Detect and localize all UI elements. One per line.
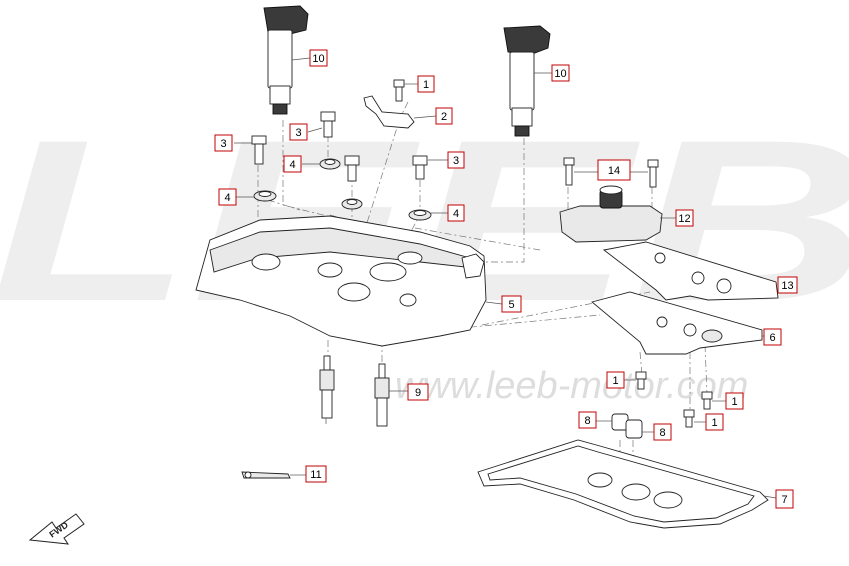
callout-label: 9 — [415, 387, 421, 399]
callout-label: 10 — [312, 53, 324, 65]
callout-2[interactable]: 2 — [435, 107, 453, 125]
gasket-13 — [602, 241, 780, 301]
callout-1-top[interactable]: 1 — [417, 75, 435, 93]
callout-3-mid[interactable]: 3 — [289, 123, 308, 141]
callout-13[interactable]: 13 — [777, 276, 798, 294]
watermark-website: www.leeb-motor.com — [395, 365, 748, 407]
valve-cover-gasket — [477, 439, 777, 529]
callout-11[interactable]: 11 — [305, 465, 327, 483]
callout-label: 8 — [584, 415, 590, 427]
callout-9[interactable]: 9 — [407, 383, 429, 401]
sleeve-8-right — [625, 419, 654, 439]
callout-label: 1 — [711, 417, 717, 429]
callout-3-right[interactable]: 3 — [447, 151, 465, 169]
callout-label: 12 — [678, 213, 690, 225]
washer-4-right — [408, 209, 448, 221]
callout-label: 4 — [224, 192, 230, 204]
callout-12[interactable]: 12 — [675, 209, 694, 227]
callout-3-left[interactable]: 3 — [214, 134, 233, 152]
bolt-1-lower-c — [683, 409, 706, 428]
callout-label: 1 — [423, 79, 429, 91]
callout-label: 4 — [453, 208, 459, 220]
spark-plug-left — [319, 355, 335, 424]
callout-label: 5 — [508, 299, 514, 311]
bolt-3-mid — [307, 111, 336, 138]
spark-plug-right — [374, 363, 408, 427]
bolt-3-right — [412, 155, 448, 180]
callout-8-right[interactable]: 8 — [653, 423, 672, 441]
callout-label: 1 — [731, 396, 737, 408]
callout-4-left[interactable]: 4 — [218, 188, 237, 206]
callout-label: 6 — [769, 332, 775, 344]
callout-label: 14 — [608, 165, 620, 177]
fwd-badge: FWD — [28, 513, 85, 545]
callout-4-right[interactable]: 4 — [447, 204, 465, 222]
sleeve-8-left — [596, 413, 629, 431]
callouts: 10 10 1 2 3 3 3 4 — [214, 49, 798, 509]
bolt-1-top — [393, 79, 418, 102]
callout-label: 8 — [659, 427, 665, 439]
callout-4-mid[interactable]: 4 — [283, 155, 302, 173]
washer-4-left — [236, 190, 277, 202]
callout-8-left[interactable]: 8 — [578, 411, 597, 429]
callout-label: 3 — [295, 127, 301, 139]
callout-label: 11 — [310, 469, 321, 481]
callout-10-left[interactable]: 10 — [309, 49, 328, 67]
bolt-3-left — [234, 135, 267, 165]
washer-mid-2 — [341, 198, 363, 210]
bolt-1-lower-a — [624, 371, 647, 390]
washer-4-mid — [302, 158, 341, 170]
callout-7[interactable]: 7 — [775, 489, 794, 509]
ignition-coil-right — [503, 25, 552, 137]
callout-label: 3 — [453, 155, 459, 167]
gasket-6 — [591, 291, 764, 355]
bolt-14-left — [563, 157, 575, 186]
callout-14[interactable]: 14 — [597, 159, 631, 181]
clip-11 — [241, 471, 306, 479]
callout-6[interactable]: 6 — [763, 328, 782, 346]
bolt-1-lower-b — [701, 391, 726, 410]
callout-1-lower-b[interactable]: 1 — [725, 392, 744, 410]
forward-arrow-icon — [28, 513, 85, 545]
callout-5[interactable]: 5 — [501, 295, 522, 313]
callout-label: 7 — [781, 494, 787, 506]
callout-label: 4 — [289, 159, 295, 171]
oil-separator-cover — [559, 185, 676, 243]
callout-label: 13 — [781, 280, 793, 292]
ignition-coil-left — [263, 5, 311, 115]
callout-label: 2 — [441, 111, 447, 123]
callout-10-right[interactable]: 10 — [551, 64, 570, 82]
bolt-14-right — [574, 159, 659, 188]
callout-1-lower-a[interactable]: 1 — [606, 371, 625, 389]
bolt-mid-2 — [344, 155, 360, 182]
callout-label: 1 — [612, 375, 618, 387]
callout-label: 10 — [554, 68, 566, 80]
callout-label: 3 — [220, 138, 226, 150]
callout-1-lower-c[interactable]: 1 — [705, 413, 724, 431]
cylinder-head-cover — [195, 215, 503, 347]
bracket-2 — [363, 95, 437, 129]
